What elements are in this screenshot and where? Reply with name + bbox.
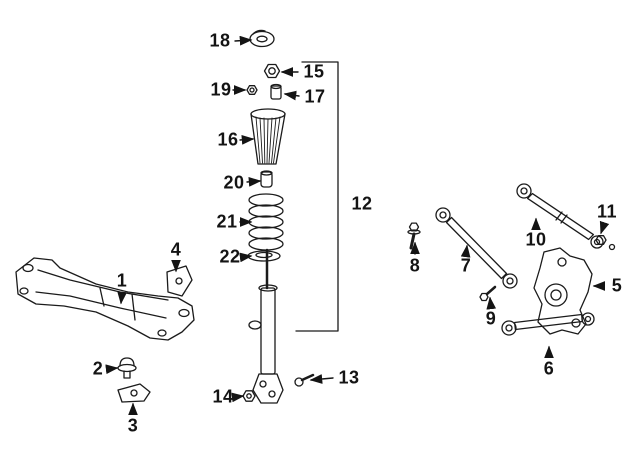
callout-label-20: 20 <box>223 172 245 193</box>
arm-bolt-part-8 <box>407 222 421 250</box>
strut-flange-nut-part-14 <box>242 390 256 402</box>
callout-label-3: 3 <box>127 415 139 436</box>
callout-label-18: 18 <box>209 30 231 51</box>
callout-label-11: 11 <box>596 201 618 222</box>
callout-label-12: 12 <box>351 193 373 214</box>
suspension-support-cap-part-18 <box>249 29 275 48</box>
callout-label-19: 19 <box>210 79 232 100</box>
callout-label-8: 8 <box>409 255 421 276</box>
callout-arrow-2 <box>105 364 119 375</box>
mount-bracket-part-4 <box>166 265 193 297</box>
body-mount-insulator-part-2 <box>117 357 137 379</box>
callout-arrow-11 <box>599 220 610 235</box>
callout-label-10: 10 <box>525 229 547 250</box>
coil-spring-part-21 <box>248 193 284 251</box>
callout-label-15: 15 <box>303 61 325 82</box>
lower-stopper-bracket-part-3 <box>117 383 151 403</box>
rear-knuckle-part-5 <box>533 247 593 335</box>
strut-lock-nut-part-15 <box>263 63 281 79</box>
callout-label-5: 5 <box>611 275 623 296</box>
callout-arrow-18 <box>234 35 253 46</box>
callout-label-4: 4 <box>170 239 182 260</box>
spring-lower-seat-part-22 <box>247 250 281 262</box>
upper-control-arm-part-10 <box>516 183 604 249</box>
callout-label-13: 13 <box>338 367 360 388</box>
support-with-dust-cover-part-16 <box>250 108 286 165</box>
rear-crossmember-part-1 <box>15 257 195 341</box>
callout-label-14: 14 <box>212 386 234 407</box>
callout-arrow-20 <box>246 176 262 187</box>
callout-label-22: 22 <box>219 246 241 267</box>
bushing-part-17 <box>270 83 282 100</box>
callout-label-17: 17 <box>304 86 326 107</box>
callout-label-2: 2 <box>92 358 104 379</box>
assembly-bracket-line-part-12 <box>295 61 339 332</box>
small-nut-part-19 <box>246 85 258 95</box>
callout-arrow-14 <box>231 392 245 403</box>
callout-arrow-7 <box>460 244 471 258</box>
knuckle-bolt-part-9 <box>479 285 497 302</box>
callout-arrow-22 <box>239 252 253 263</box>
trailing-arm-part-6 <box>501 312 595 336</box>
callout-label-7: 7 <box>460 255 472 276</box>
lateral-control-arm-part-7 <box>435 207 518 289</box>
bump-stopper-part-20 <box>260 170 273 188</box>
arm-nut-part-11 <box>595 235 616 251</box>
callout-label-6: 6 <box>543 358 555 379</box>
strut-bolt-part-13 <box>294 373 315 387</box>
callout-label-21: 21 <box>216 211 238 232</box>
callout-label-1: 1 <box>116 270 128 291</box>
shock-absorber-strut <box>248 248 284 404</box>
callout-arrow-1 <box>117 291 127 305</box>
callout-label-9: 9 <box>485 308 497 329</box>
callout-arrow-16 <box>239 134 255 145</box>
callout-label-16: 16 <box>217 129 239 150</box>
callout-arrow-9 <box>486 296 497 310</box>
callout-arrow-17 <box>283 90 300 101</box>
callout-arrow-13 <box>309 374 334 384</box>
